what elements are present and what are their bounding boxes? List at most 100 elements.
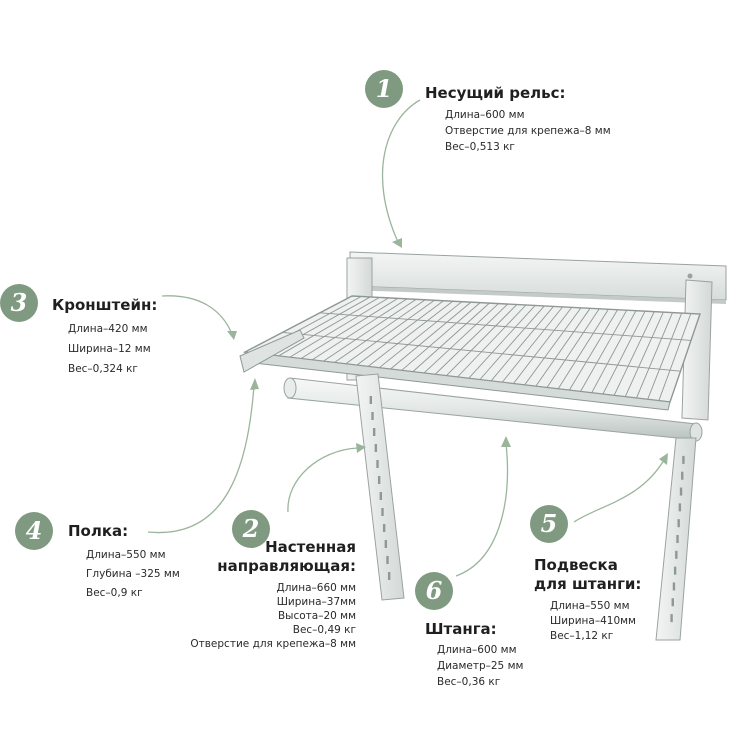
- shelf-wire: [613, 311, 655, 396]
- shelf-crossbar: [319, 312, 692, 341]
- shelf-wire: [367, 300, 454, 367]
- spec-line: Вес–0,324 кг: [68, 363, 138, 375]
- shelf-wires: [255, 296, 692, 401]
- shelf-wire: [557, 309, 609, 390]
- shelf-wire: [378, 301, 463, 369]
- callout-shelf: Полка: Длина–550 мм Глубина –325 мм Вес–…: [68, 522, 180, 603]
- shelf-wire: [468, 305, 536, 379]
- shelf-wire: [423, 303, 499, 374]
- callout-title: направляющая:: [217, 557, 356, 575]
- shelf-wire: [412, 302, 490, 373]
- callout-title: Полка:: [68, 522, 129, 540]
- shelf-wire: [479, 305, 545, 380]
- spec-line: Высота–20 мм: [277, 610, 356, 622]
- spec-line: Вес–0,49 кг: [292, 624, 356, 636]
- spec-line: Длина–420 мм: [68, 323, 148, 335]
- spec-line: Ширина–12 мм: [68, 343, 151, 355]
- arrow-3: [161, 295, 237, 340]
- shelf-wire: [624, 311, 664, 397]
- callout-rod: Штанга: Длина–600 мм Диаметр–25 мм Вес–0…: [425, 620, 523, 690]
- post-slot: [379, 492, 383, 500]
- wall-guide-left: [355, 373, 405, 601]
- shelf-wire: [636, 312, 673, 399]
- shelf-wire: [390, 301, 472, 370]
- post-slot: [675, 550, 678, 559]
- callout-title: Несущий рельс:: [425, 84, 566, 102]
- post-slot: [670, 614, 673, 623]
- post-slot: [679, 487, 683, 496]
- shelf-wire: [345, 299, 435, 365]
- spec-line: Диаметр–25 мм: [437, 660, 524, 672]
- post-slot: [376, 460, 379, 468]
- shelf-wire: [300, 297, 399, 359]
- post-slot: [676, 535, 679, 543]
- spec-line: Вес–0,9 кг: [86, 587, 143, 599]
- shelf-wire: [658, 313, 692, 401]
- spec-line: Ширина–410мм: [550, 615, 636, 627]
- spec-line: Длина–550 мм: [86, 549, 166, 561]
- spec-line: Длина–600 мм: [445, 109, 525, 121]
- post-slot: [672, 582, 676, 591]
- shelf-wire: [591, 310, 637, 394]
- shelf-wire: [334, 299, 426, 363]
- post-slot: [682, 455, 685, 464]
- shelf-wire: [457, 304, 527, 378]
- post-slot: [369, 396, 373, 404]
- shelf-wire: [524, 307, 582, 386]
- spec-line: Длина–660 мм: [276, 582, 356, 594]
- spec-line: Ширина–37мм: [276, 596, 356, 608]
- post-slot: [678, 503, 682, 512]
- shelf-wire: [311, 298, 408, 361]
- spec-line: Вес–0,513 кг: [445, 141, 515, 153]
- shelf-wire: [356, 300, 444, 366]
- post-slot: [677, 519, 680, 528]
- shelf-wire: [546, 308, 600, 388]
- shelf-wire: [568, 309, 618, 391]
- badge-4: 4: [15, 512, 53, 550]
- post-slot: [387, 572, 391, 580]
- spec-line: Вес–1,12 кг: [550, 630, 614, 642]
- left-post-slots: [369, 396, 391, 580]
- callout-bearing-rail: Несущий рельс: Длина–600 мм Отверстие дл…: [425, 84, 611, 155]
- badge-5: 5: [530, 505, 568, 543]
- post-slot: [381, 508, 384, 516]
- bracket: [239, 329, 305, 373]
- post-slot: [372, 428, 376, 436]
- shelf-wire: [445, 304, 518, 377]
- badge-1: 1: [365, 70, 403, 108]
- post-slot: [377, 476, 381, 484]
- post-slot: [374, 444, 378, 452]
- shelf-wire: [647, 312, 683, 400]
- spec-line: Вес–0,36 кг: [437, 676, 501, 688]
- shelf-wire: [602, 310, 646, 395]
- callout-title: для штанги:: [534, 575, 642, 593]
- wire-shelf: [242, 295, 701, 411]
- post-slot: [384, 540, 388, 548]
- shelf-crossbar: [282, 331, 681, 372]
- callout-wall-guide: Настенная направляющая: Длина–660 мм Шир…: [190, 538, 356, 651]
- shelf-wire: [580, 309, 628, 392]
- badge-6: 6: [415, 572, 453, 610]
- shelf-wire: [278, 297, 380, 357]
- arrow-4: [147, 378, 259, 534]
- callout-title: Подвеска: [534, 556, 618, 574]
- callout-title: Кронштейн:: [52, 296, 158, 314]
- shelf-wire: [501, 306, 563, 383]
- shelf-wire: [323, 298, 417, 362]
- spec-line: Отверстие для крепежа–8 мм: [190, 638, 356, 650]
- post-slot: [671, 598, 674, 607]
- arrow-6: [455, 436, 511, 577]
- spec-line: Глубина –325 мм: [86, 568, 180, 580]
- arrow-1: [381, 99, 421, 248]
- post-slot: [681, 471, 684, 480]
- arrow-5: [573, 453, 668, 523]
- shelf-wire: [513, 307, 573, 384]
- arrow-2: [287, 443, 366, 513]
- callout-title: Штанга:: [425, 620, 497, 638]
- shelf-wire: [434, 303, 508, 375]
- badge-2: 2: [232, 510, 270, 548]
- spec-line: Длина–600 мм: [437, 644, 517, 656]
- callout-rod-hanger: Подвеска для штанги: Длина–550 мм Ширина…: [534, 556, 641, 644]
- shelf-wire: [535, 308, 591, 387]
